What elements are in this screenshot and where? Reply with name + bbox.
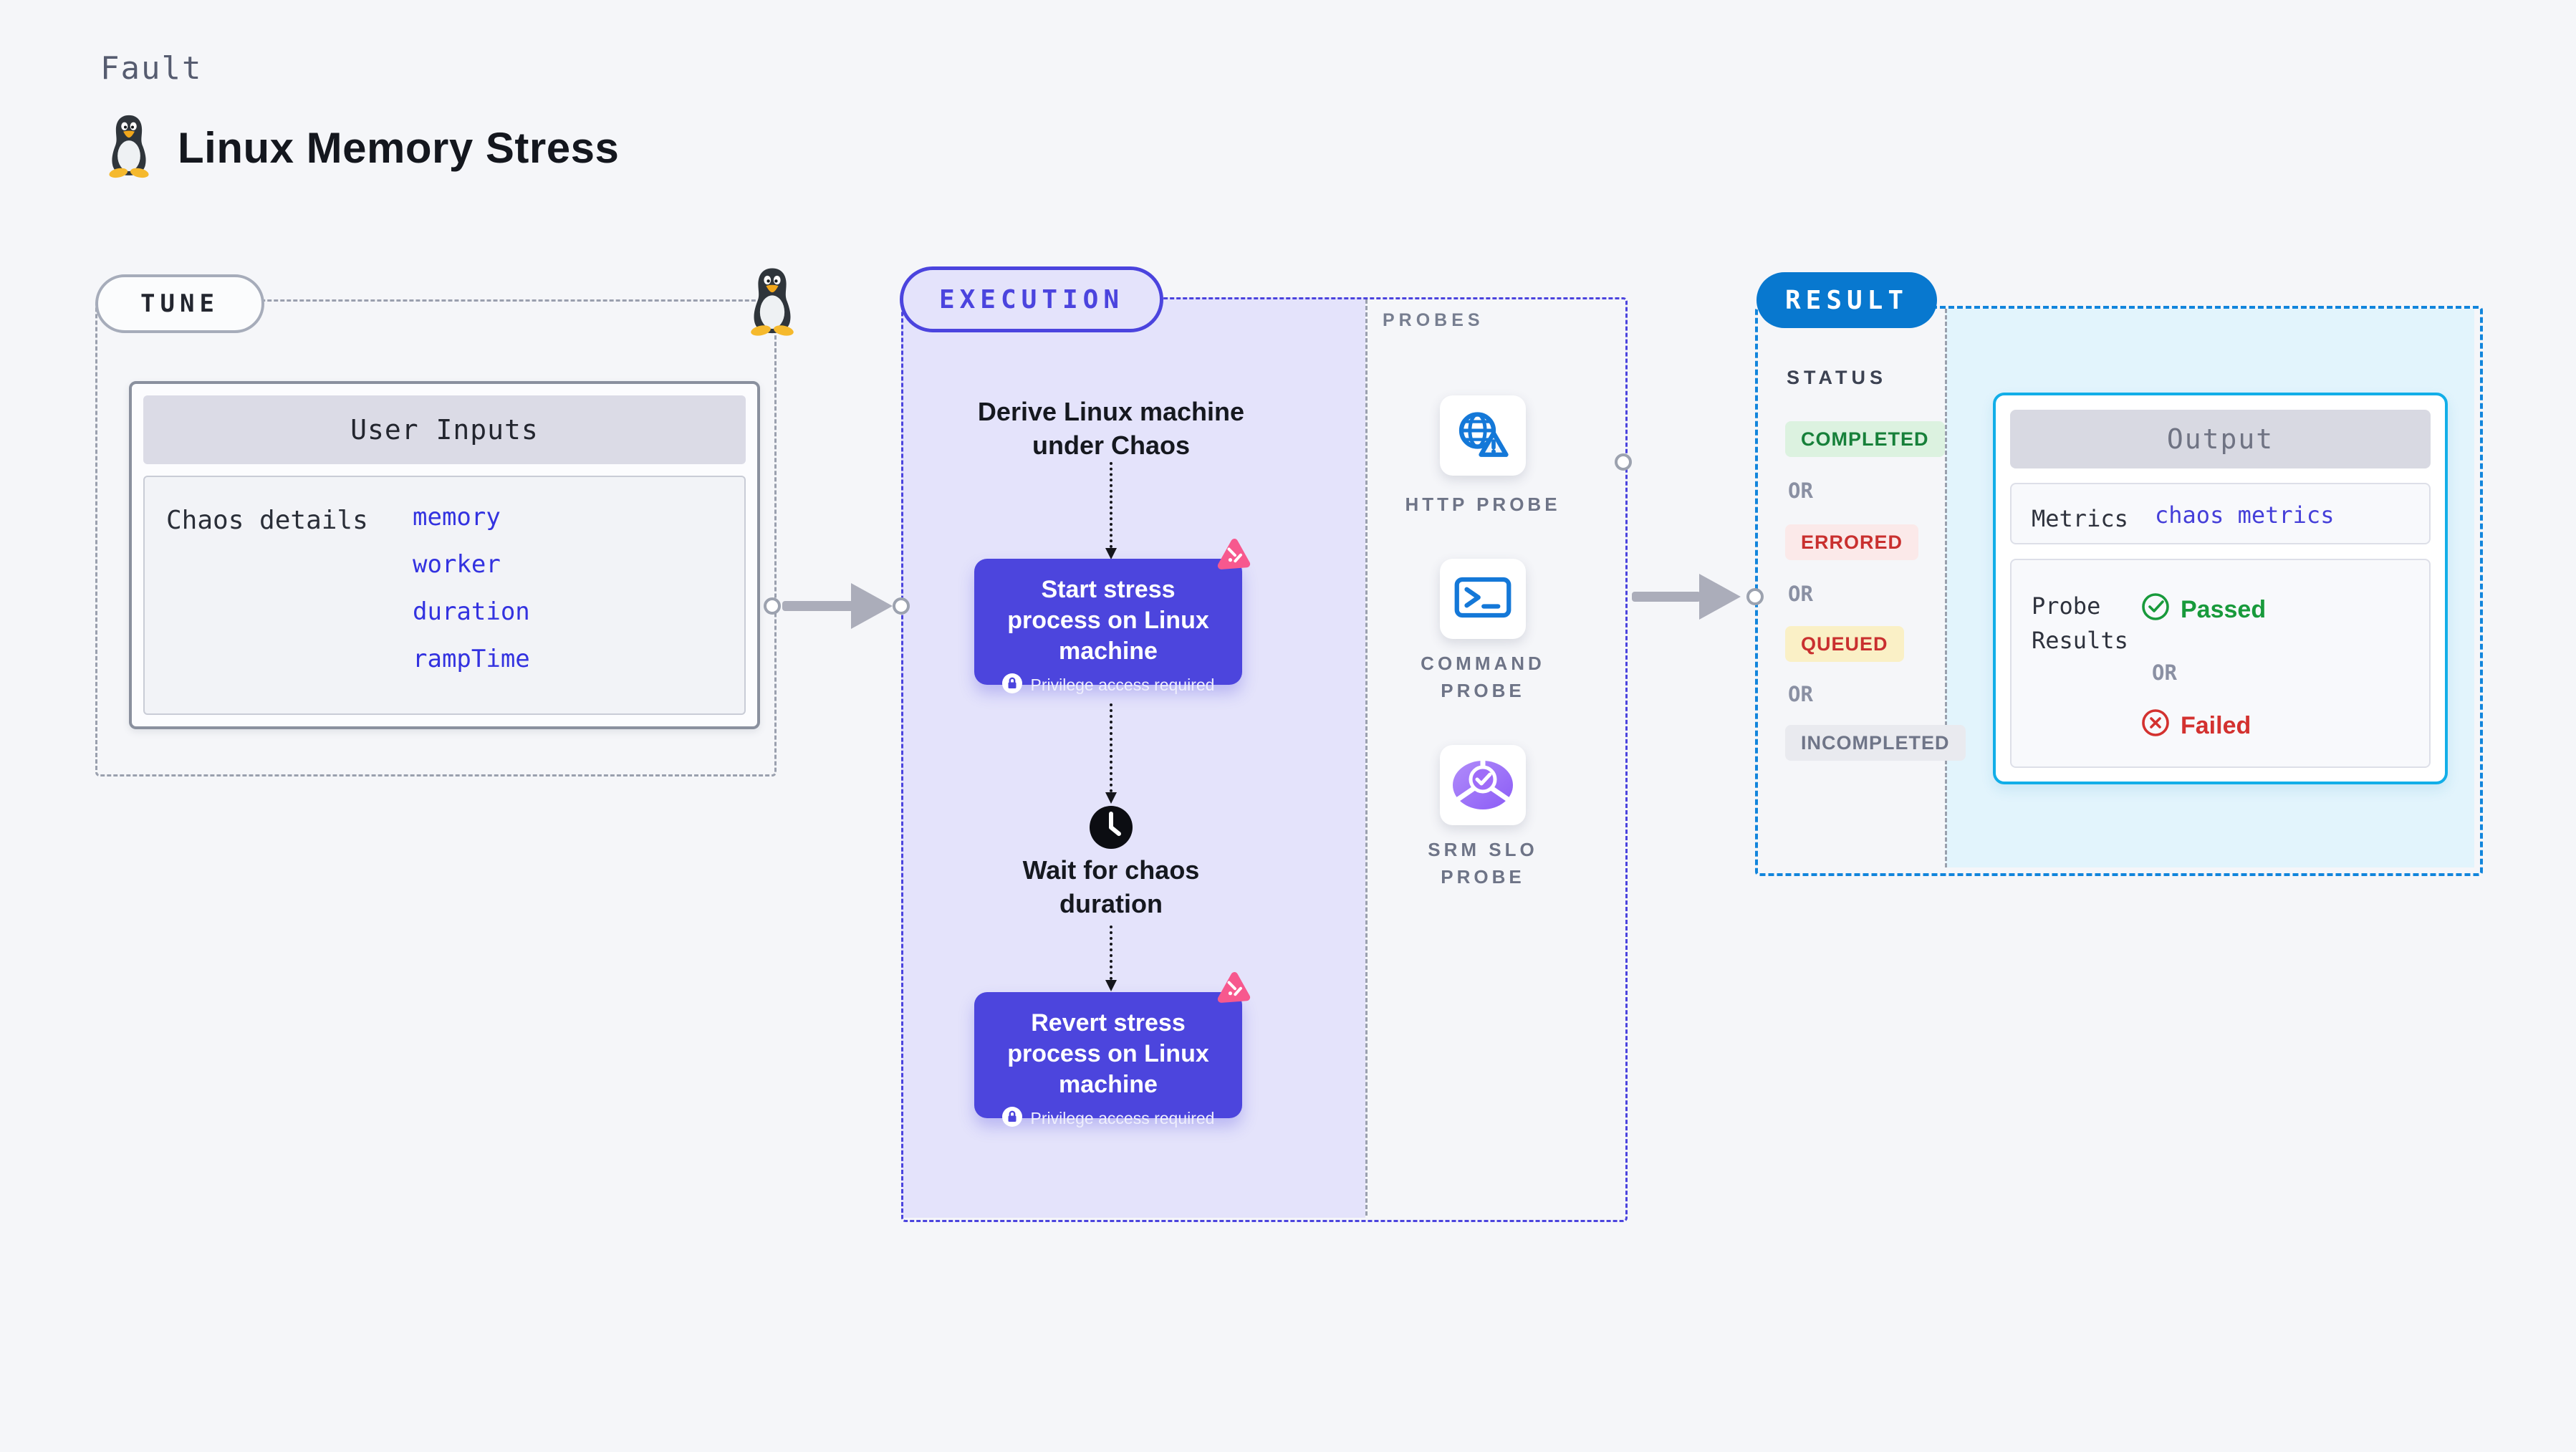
input-value-memory: memory xyxy=(413,503,501,532)
probe-results-row: Probe Results Passed OR xyxy=(2010,559,2431,768)
privilege-note: Privilege access required xyxy=(1030,1109,1215,1128)
srm-slo-probe-label: SRM SLO PROBE xyxy=(1428,839,1538,888)
execution-section-box xyxy=(901,297,1628,1222)
wait-step-text: Wait for chaos duration xyxy=(1022,855,1200,918)
chaos-logo-icon xyxy=(1213,968,1254,1008)
tune-section-pill: TUNE xyxy=(95,274,264,333)
output-card-header: Output xyxy=(2010,410,2431,468)
connector-dot xyxy=(764,597,781,615)
user-inputs-header: User Inputs xyxy=(143,395,746,464)
output-card: Output Metrics chaos metrics Probe Resul… xyxy=(1993,393,2448,784)
connector-dot xyxy=(1615,453,1632,471)
metrics-row: Metrics chaos metrics xyxy=(2010,483,2431,544)
fault-kind-label: Fault xyxy=(100,50,203,87)
or-label: OR xyxy=(1788,582,1813,606)
failed-result: Failed xyxy=(2140,708,2251,744)
probes-column-label: PROBES xyxy=(1383,310,1484,330)
input-value-worker: worker xyxy=(413,550,501,579)
input-value-duration: duration xyxy=(413,597,530,626)
srm-slo-probe-card xyxy=(1440,745,1526,825)
or-label: OR xyxy=(1788,682,1813,706)
chaos-logo-icon xyxy=(1213,534,1254,574)
http-probe-card xyxy=(1440,395,1526,476)
chaos-details-label: Chaos details xyxy=(166,506,368,535)
connector-dot xyxy=(1746,588,1764,605)
globe-alert-icon xyxy=(1454,409,1512,463)
page-title: Linux Memory Stress xyxy=(178,124,620,172)
probes-divider xyxy=(1365,299,1368,1216)
status-badge-incompleted: INCOMPLETED xyxy=(1785,725,1966,761)
result-section-pill: RESULT xyxy=(1756,272,1937,328)
status-badge-queued: QUEUED xyxy=(1785,626,1904,662)
dotted-arrow-down-icon xyxy=(1105,925,1117,991)
http-probe-label: HTTP PROBE xyxy=(1405,494,1561,515)
linux-tux-icon xyxy=(105,113,153,183)
tune-section-box xyxy=(95,299,777,777)
derive-step-text: Derive Linux machine under Chaos xyxy=(977,397,1245,460)
passed-label: Passed xyxy=(2181,596,2267,623)
x-circle-icon xyxy=(2140,708,2171,744)
metrics-value: chaos metrics xyxy=(2155,501,2335,529)
probe-results-label: Probe Results xyxy=(2032,592,2128,654)
input-value-ramptime: rampTime xyxy=(413,645,530,673)
or-label: OR xyxy=(2152,660,2177,685)
terminal-icon xyxy=(1454,576,1512,622)
clock-icon xyxy=(1088,804,1134,850)
result-divider xyxy=(1945,309,1947,867)
metrics-label: Metrics xyxy=(2032,505,2128,532)
user-inputs-body: Chaos details memory worker duration ram… xyxy=(143,476,746,715)
privilege-note: Privilege access required xyxy=(1030,675,1215,695)
slo-pie-check-icon xyxy=(1448,754,1517,817)
check-circle-icon xyxy=(2140,592,2171,628)
command-probe-card xyxy=(1440,559,1526,639)
lock-icon xyxy=(1001,673,1023,697)
passed-result: Passed xyxy=(2140,592,2266,628)
user-inputs-card: User Inputs Chaos details memory worker … xyxy=(129,381,760,729)
linux-tux-icon xyxy=(745,266,799,340)
dotted-arrow-down-icon xyxy=(1105,462,1117,559)
start-stress-node: Start stress process on Linux machine Pr… xyxy=(974,559,1242,695)
revert-stress-title: Revert stress process on Linux machine xyxy=(1007,1009,1209,1098)
revert-stress-node: Revert stress process on Linux machine P… xyxy=(974,992,1242,1128)
fault-title-row: Linux Memory Stress xyxy=(105,113,619,183)
connector-dot xyxy=(893,597,910,615)
lock-icon xyxy=(1001,1106,1023,1130)
start-stress-title: Start stress process on Linux machine xyxy=(1007,576,1209,665)
or-label: OR xyxy=(1788,479,1813,503)
dotted-arrow-down-icon xyxy=(1105,703,1117,804)
failed-label: Failed xyxy=(2181,712,2251,739)
command-probe-label: COMMAND PROBE xyxy=(1421,653,1545,701)
execution-section-pill: EXECUTION xyxy=(900,266,1163,332)
status-column-label: STATUS xyxy=(1787,367,1887,388)
status-badge-errored: ERRORED xyxy=(1785,524,1919,560)
status-badge-completed: COMPLETED xyxy=(1785,421,1945,457)
